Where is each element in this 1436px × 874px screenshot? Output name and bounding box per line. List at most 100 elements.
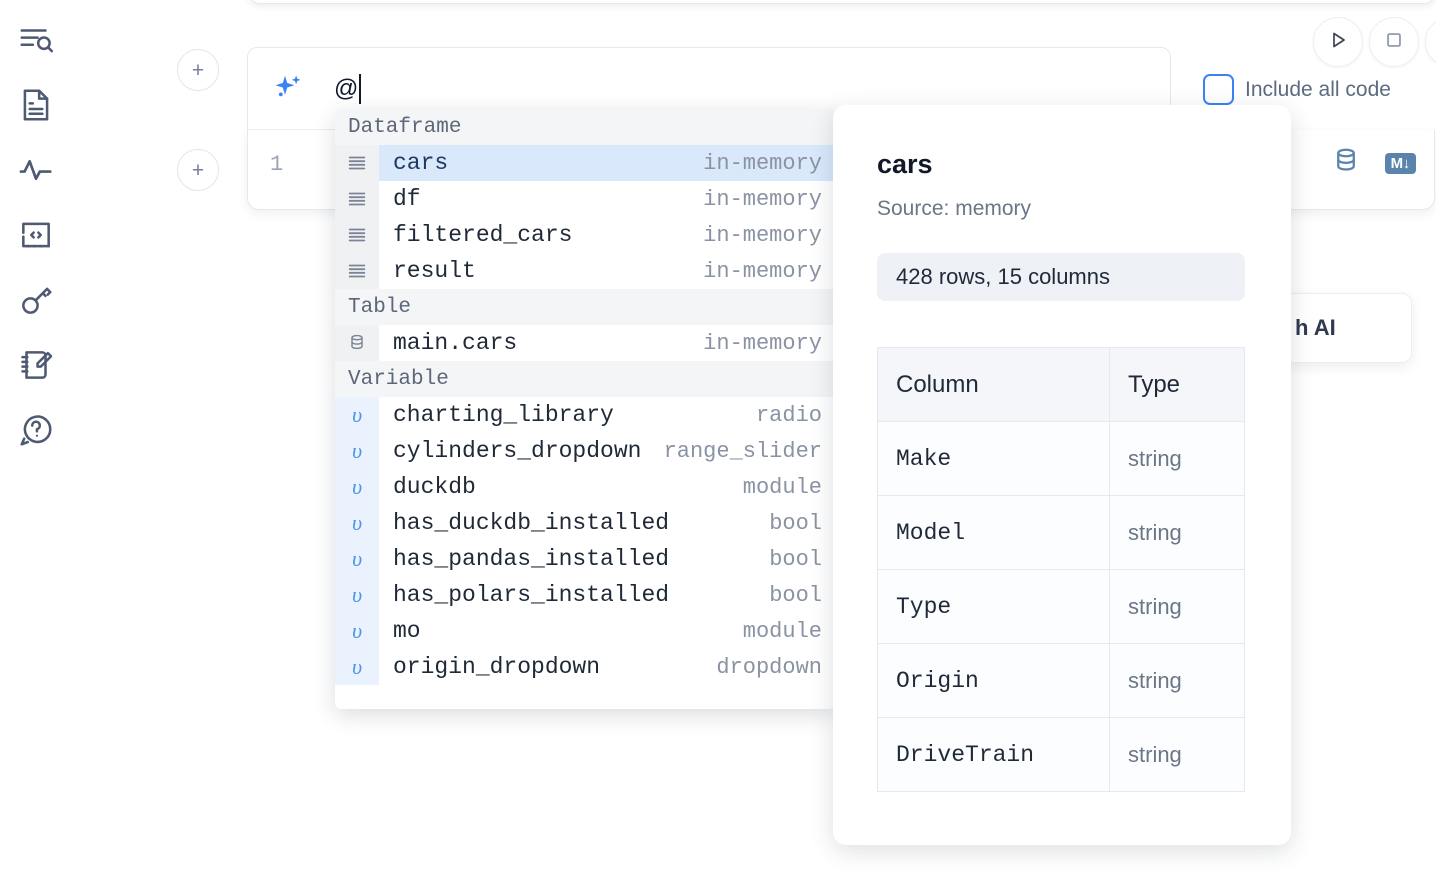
sidebar-item-help[interactable] — [14, 408, 58, 452]
background-ai-card-label: h AI — [1295, 315, 1336, 340]
column-name-cell: Model — [877, 495, 1110, 570]
activity-icon — [17, 151, 55, 189]
play-icon — [1326, 28, 1350, 57]
scratchpad-icon — [17, 346, 55, 384]
variable-icon: υ — [351, 654, 363, 679]
stop-button[interactable] — [1369, 17, 1419, 67]
autocomplete-item-type: in-memory — [703, 330, 822, 356]
variable-icon: υ — [351, 618, 363, 643]
variable-icon: υ — [335, 505, 379, 541]
variable-icon: υ — [335, 613, 379, 649]
autocomplete-item[interactable]: df in-memory — [335, 181, 835, 217]
column-name-cell: Type — [877, 569, 1110, 644]
column-name-cell: DriveTrain — [877, 717, 1110, 792]
autocomplete-item-name: mo — [393, 618, 421, 644]
column-type-cell: string — [1109, 569, 1245, 644]
key-icon — [17, 281, 55, 319]
database-icon[interactable] — [1331, 146, 1361, 181]
autocomplete-group-label: Dataframe — [335, 109, 835, 145]
run-button[interactable] — [1313, 17, 1363, 67]
column-type-cell: string — [1109, 421, 1245, 496]
previous-cell-partial — [248, 0, 1436, 4]
search-outline-icon — [17, 21, 55, 59]
column-type-cell: string — [1109, 717, 1245, 792]
document-icon — [17, 86, 55, 124]
sidebar-item-scratchpad[interactable] — [14, 343, 58, 387]
column-name-cell: Origin — [877, 643, 1110, 718]
preview-shape-badge: 428 rows, 15 columns — [877, 253, 1245, 301]
autocomplete-item-name: has_pandas_installed — [393, 546, 670, 572]
autocomplete-item[interactable]: result in-memory — [335, 253, 835, 289]
autocomplete-item[interactable]: υ has_pandas_installed bool — [335, 541, 835, 577]
include-all-code-row[interactable]: Include all code — [1203, 74, 1391, 105]
table-header-cell: Column — [877, 347, 1110, 422]
preview-source: Source: memory — [877, 197, 1032, 220]
cell-action-bar: M↓ — [1331, 146, 1416, 181]
stop-square-icon — [1383, 29, 1405, 56]
background-ai-card: h AI — [1280, 293, 1412, 363]
autocomplete-item-type: range_slider — [663, 438, 822, 464]
variable-icon: υ — [351, 474, 363, 499]
variable-icon: υ — [335, 649, 379, 685]
autocomplete-item-type: dropdown — [716, 654, 822, 680]
autocomplete-item-name: df — [393, 186, 421, 212]
variable-icon: υ — [335, 577, 379, 613]
autocomplete-item[interactable]: υ cylinders_dropdown range_slider — [335, 433, 835, 469]
ai-prompt-input[interactable]: @ — [334, 71, 362, 107]
variable-icon: υ — [351, 438, 363, 463]
more-actions-button[interactable] — [1425, 17, 1436, 67]
code-snippet-icon — [17, 216, 55, 254]
autocomplete-item-type: in-memory — [703, 258, 822, 284]
dataframe-icon — [335, 253, 379, 289]
autocomplete-item-type: module — [742, 474, 822, 500]
dataframe-icon — [335, 181, 379, 217]
line-number: 1 — [270, 152, 284, 177]
add-cell-button-below[interactable]: + — [177, 149, 219, 191]
ai-prompt-value: @ — [334, 75, 359, 102]
autocomplete-group-label: Table — [335, 289, 835, 325]
add-cell-button-above[interactable]: + — [177, 49, 219, 91]
markdown-badge[interactable]: M↓ — [1384, 153, 1416, 174]
sidebar-item-secrets[interactable] — [14, 278, 58, 322]
autocomplete-item-type: bool — [769, 546, 822, 572]
sidebar-item-snippets[interactable] — [14, 213, 58, 257]
autocomplete-item[interactable]: cars in-memory — [335, 145, 835, 181]
help-chat-icon — [17, 411, 55, 449]
column-type-cell: string — [1109, 643, 1245, 718]
autocomplete-item-name: result — [393, 258, 476, 284]
autocomplete-group-label: Variable — [335, 361, 835, 397]
sidebar-item-outline-search[interactable] — [14, 18, 58, 62]
autocomplete-item-type: in-memory — [703, 186, 822, 212]
autocomplete-item-name: cylinders_dropdown — [393, 438, 642, 464]
variable-icon: υ — [335, 469, 379, 505]
autocomplete-item-type: in-memory — [703, 222, 822, 248]
autocomplete-item-type: in-memory — [703, 150, 822, 176]
sidebar-item-document[interactable] — [14, 83, 58, 127]
variable-icon: υ — [351, 582, 363, 607]
variable-icon: υ — [335, 541, 379, 577]
autocomplete-item-type: module — [742, 618, 822, 644]
autocomplete-item[interactable]: υ mo module — [335, 613, 835, 649]
autocomplete-item-name: cars — [393, 150, 449, 176]
column-type-cell: string — [1109, 495, 1245, 570]
variable-icon: υ — [351, 546, 363, 571]
include-all-code-checkbox[interactable] — [1203, 74, 1234, 105]
sidebar-item-activity[interactable] — [14, 148, 58, 192]
dataframe-icon — [335, 145, 379, 181]
variable-icon: υ — [351, 402, 363, 427]
variable-icon: υ — [351, 510, 363, 535]
